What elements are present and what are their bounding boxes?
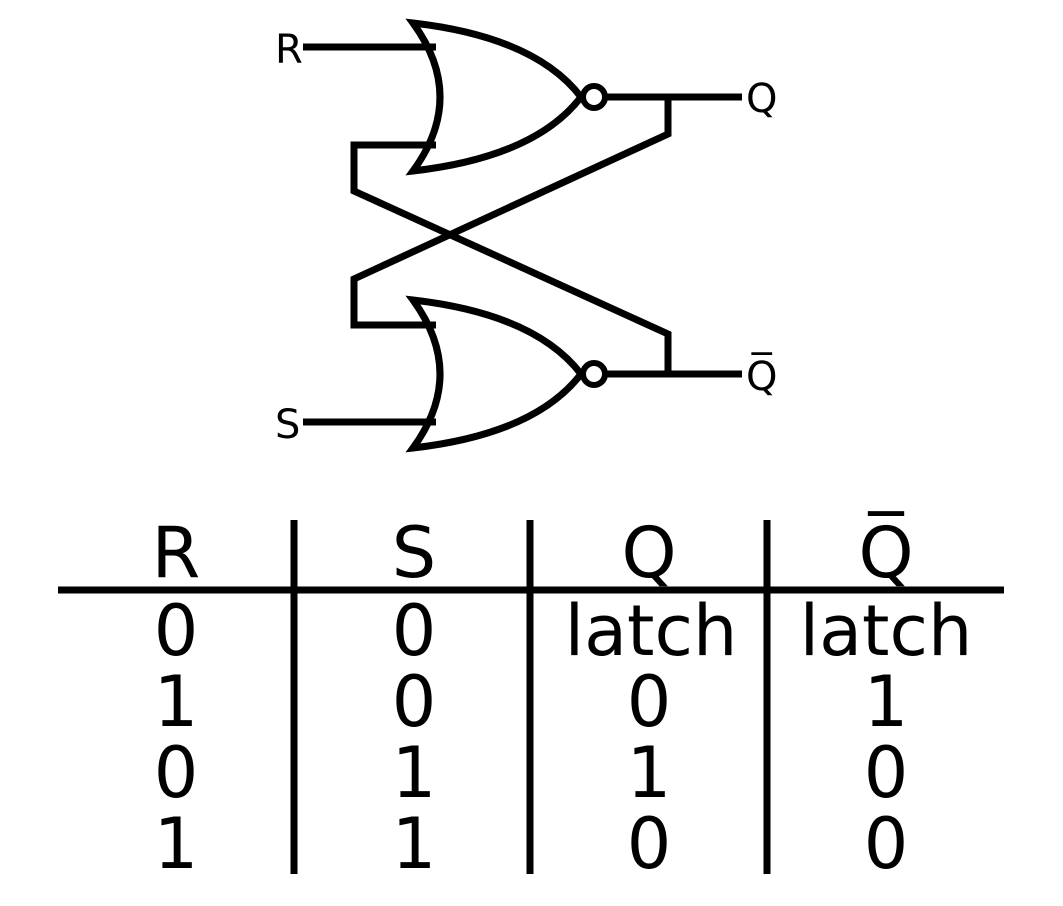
table-cell: 0 — [392, 590, 437, 672]
table-cell: 0 — [864, 803, 909, 885]
table-header-cell: R — [152, 512, 201, 594]
feedback-q-to-bottom-gate — [350, 97, 672, 329]
nor-gate-bottom — [405, 295, 608, 453]
nor-gate-top-body — [405, 18, 586, 176]
input-label-s: S — [275, 402, 300, 448]
table-row: 1 1 0 0 — [154, 803, 909, 885]
truth-table: R S Q Q̅ 0 0 latch latch 1 0 0 1 0 1 1 0 — [58, 511, 1004, 885]
table-cell: latch — [800, 590, 973, 672]
nor-gate-bottom-body — [405, 295, 586, 453]
table-cell: 0 — [627, 661, 672, 743]
table-cell: 1 — [392, 732, 437, 814]
table-header-row: R S Q Q̅ — [152, 511, 914, 594]
table-cell: 0 — [154, 732, 199, 814]
circuit: R S Q Q̅ — [275, 18, 777, 453]
table-cell: 0 — [392, 661, 437, 743]
feedback-qbar-to-top-gate — [350, 141, 672, 374]
input-label-r: R — [275, 27, 303, 73]
nor-gate-top-bubble — [580, 83, 608, 111]
table-cell: latch — [565, 590, 738, 672]
nor-gate-top — [405, 18, 608, 176]
output-label-q: Q — [746, 76, 777, 122]
table-cell: 1 — [864, 661, 909, 743]
table-header-cell: Q̅ — [858, 511, 913, 594]
table-cell: 0 — [154, 590, 199, 672]
table-cell: 1 — [392, 803, 437, 885]
nor-gate-bottom-bubble — [580, 360, 608, 388]
table-cell: 1 — [154, 661, 199, 743]
table-cell: 0 — [627, 803, 672, 885]
table-row: 1 0 0 1 — [154, 661, 909, 743]
table-header-cell: Q — [621, 512, 676, 594]
table-cell: 1 — [154, 803, 199, 885]
table-cell: 0 — [864, 732, 909, 814]
table-cell: 1 — [627, 732, 672, 814]
table-header-cell: S — [392, 512, 436, 594]
output-label-qbar: Q̅ — [746, 352, 777, 400]
table-row: 0 1 1 0 — [154, 732, 909, 814]
table-row: 0 0 latch latch — [154, 590, 973, 672]
